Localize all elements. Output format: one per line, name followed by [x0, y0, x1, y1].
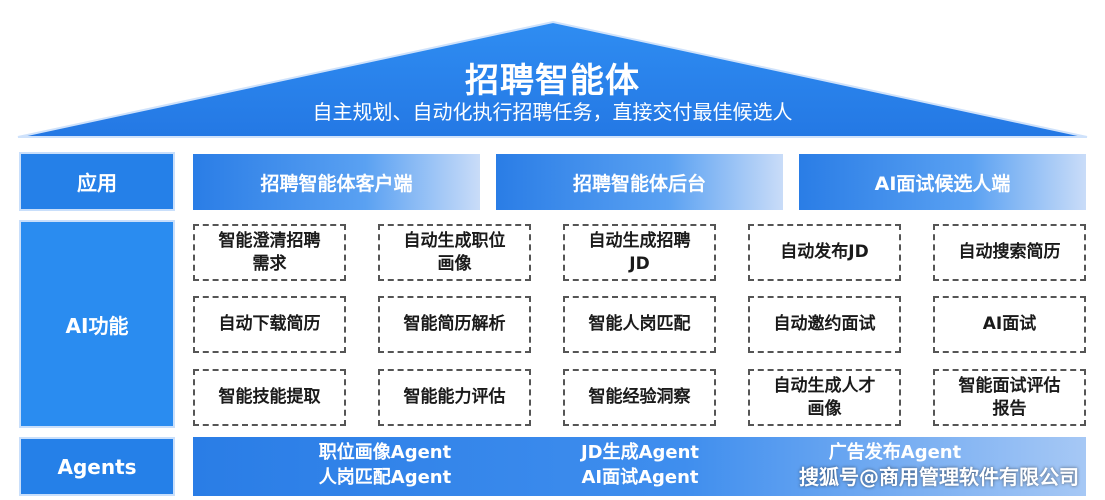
watermark: 搜狐号@商用管理软件有限公司	[799, 465, 1079, 489]
function-cell-label: 智能面试评估 报告	[958, 375, 1061, 419]
function-cell: 自动生成招聘 JD	[563, 224, 716, 281]
function-cell: 自动生成人才 画像	[748, 369, 901, 426]
function-cell: 智能澄清招聘 需求	[193, 224, 346, 281]
app-ai-interview-candidate: AI面试候选人端	[799, 154, 1086, 210]
function-cell-label: 智能能力评估	[403, 387, 506, 407]
function-cell-label: 自动搜索简历	[958, 242, 1061, 262]
function-cell-label: 自动邀约面试	[773, 314, 876, 334]
row-label-agents: Agents	[19, 437, 175, 496]
function-cell: 自动下载简历	[193, 296, 346, 353]
function-cell-label: 自动生成职位 画像	[403, 230, 506, 274]
function-cell: 自动发布JD	[748, 224, 901, 281]
agent-name: AI面试Agent	[581, 467, 699, 488]
function-cell: 智能技能提取	[193, 369, 346, 426]
app-backend: 招聘智能体后台	[496, 154, 783, 210]
row-label-app: 应用	[19, 152, 175, 211]
function-cell: AI面试	[933, 296, 1086, 353]
agent-group: 职位画像Agent 人岗匹配Agent	[300, 440, 470, 490]
function-cell-label: 智能技能提取	[218, 387, 321, 407]
function-cell-label: 自动下载简历	[218, 314, 321, 334]
roof-banner	[17, 20, 1088, 138]
agent-name: 职位画像Agent	[318, 442, 452, 463]
function-cell-label: AI面试	[982, 314, 1037, 334]
function-cell-label: 智能经验洞察	[588, 387, 691, 407]
function-cell-label: 智能简历解析	[403, 314, 506, 334]
function-cell-label: 自动生成招聘 JD	[588, 230, 691, 274]
app-client: 招聘智能体客户端	[193, 154, 480, 210]
agent-group: 广告发布Agent	[810, 440, 980, 490]
agent-name: 人岗匹配Agent	[318, 467, 452, 488]
function-cell-label: 智能澄清招聘 需求	[218, 230, 321, 274]
function-cell-label: 智能人岗匹配	[588, 314, 691, 334]
function-cell: 自动生成职位 画像	[378, 224, 531, 281]
function-cell: 智能人岗匹配	[563, 296, 716, 353]
function-cell: 自动搜索简历	[933, 224, 1086, 281]
function-cell-label: 自动发布JD	[780, 242, 869, 262]
roof-title: 招聘智能体	[465, 61, 640, 101]
agent-name: 广告发布Agent	[828, 442, 962, 463]
roof-subtitle: 自主规划、自动化执行招聘任务，直接交付最佳候选人	[312, 100, 793, 124]
function-cell: 智能能力评估	[378, 369, 531, 426]
function-cell: 智能面试评估 报告	[933, 369, 1086, 426]
function-cell: 自动邀约面试	[748, 296, 901, 353]
agent-name: JD生成Agent	[580, 442, 700, 463]
agents-bar	[193, 437, 1086, 496]
function-cell-label: 自动生成人才 画像	[773, 375, 876, 419]
function-cell: 智能简历解析	[378, 296, 531, 353]
row-label-ai-functions: AI功能	[19, 220, 175, 428]
function-cell: 智能经验洞察	[563, 369, 716, 426]
